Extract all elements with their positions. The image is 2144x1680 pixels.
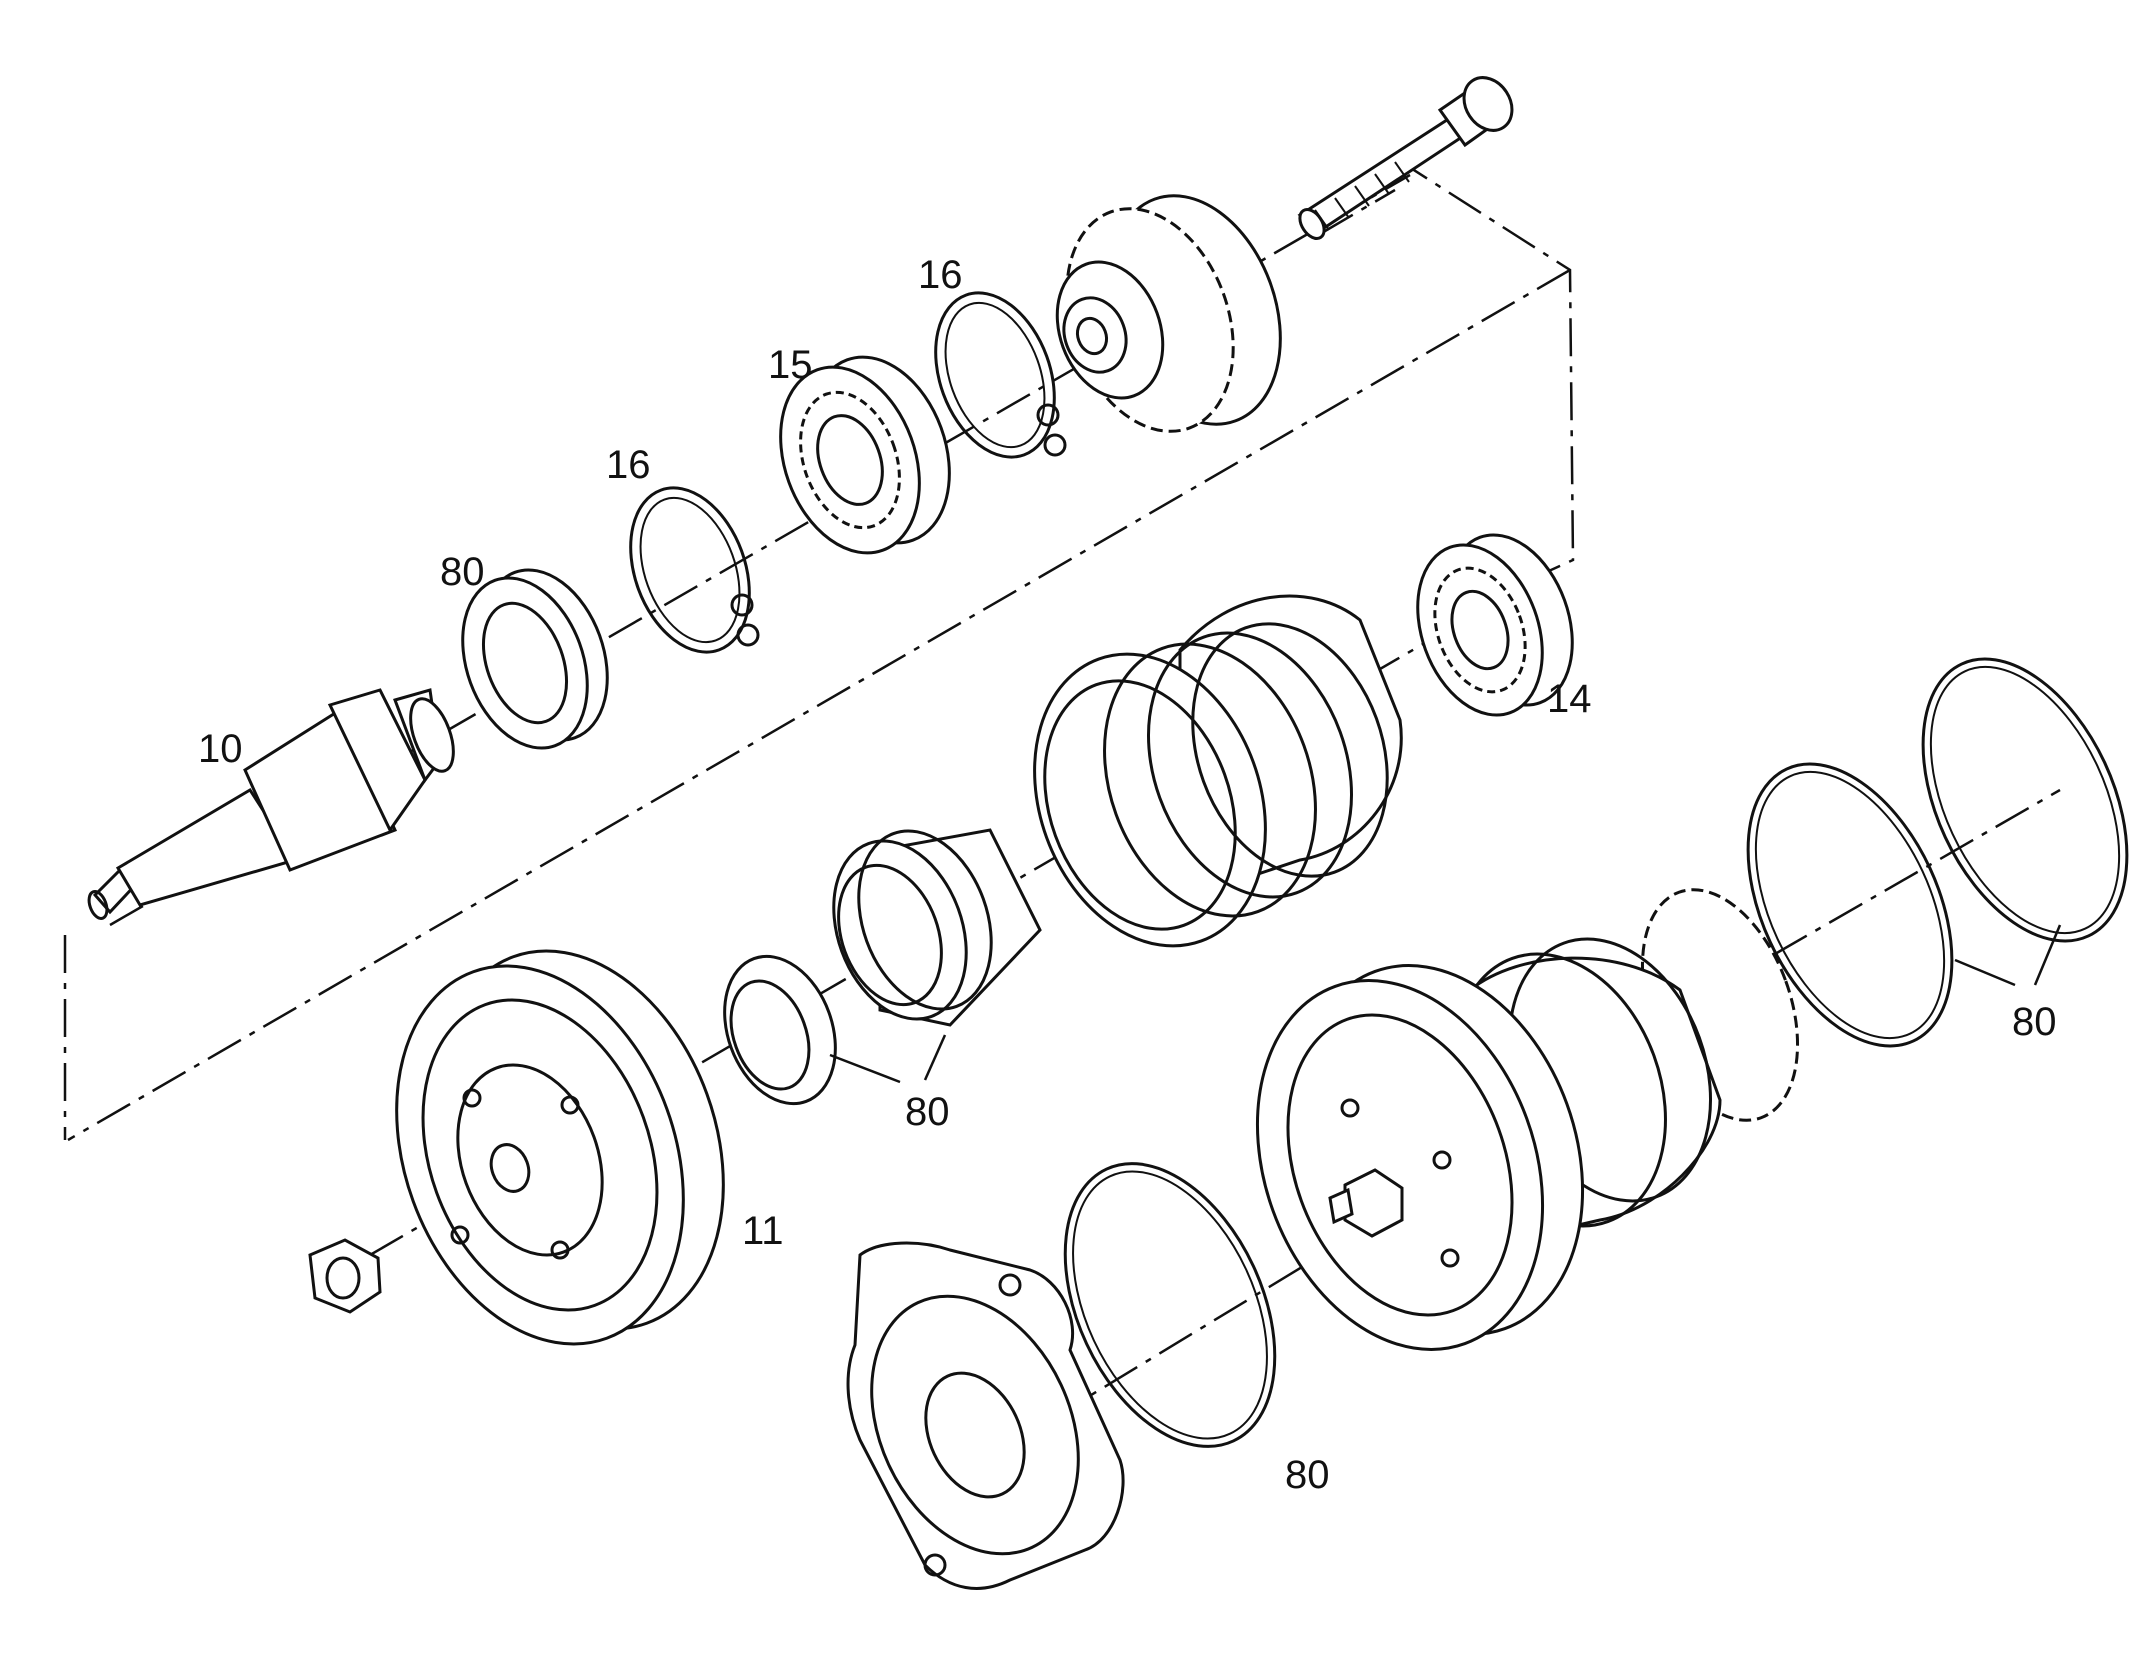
end-cover bbox=[846, 1241, 1125, 1590]
callout-16-upper: 16 bbox=[918, 253, 963, 297]
callout-labels: 10 80 16 15 16 14 80 11 80 80 bbox=[198, 253, 2057, 1497]
input-shaft bbox=[87, 688, 455, 920]
callout-80-seal: 80 bbox=[440, 550, 485, 594]
callout-80-middle: 80 bbox=[905, 1090, 950, 1134]
spur-gear bbox=[1055, 194, 1282, 433]
hex-nut bbox=[308, 1238, 382, 1314]
bolt bbox=[1297, 76, 1514, 240]
circlip-upper bbox=[934, 291, 1067, 459]
drum-housing bbox=[1033, 594, 1403, 948]
callout-14: 14 bbox=[1547, 677, 1592, 721]
callout-80-right: 80 bbox=[2012, 1000, 2057, 1044]
o-rings-right bbox=[1746, 657, 2129, 1048]
ball-bearing-rear bbox=[1416, 533, 1574, 717]
callout-10: 10 bbox=[198, 727, 243, 771]
callout-16-lower: 16 bbox=[606, 443, 651, 487]
callout-11: 11 bbox=[742, 1209, 784, 1253]
o-ring-cover bbox=[1063, 1162, 1277, 1448]
sleeve-with-seals bbox=[723, 828, 1042, 1106]
leader-lines bbox=[829, 924, 2062, 1084]
ball-bearing-front bbox=[779, 355, 951, 555]
shaft-seal bbox=[461, 568, 609, 750]
flange-housing bbox=[395, 949, 725, 1346]
assembled-unit bbox=[1255, 888, 1800, 1351]
callout-15: 15 bbox=[768, 343, 813, 387]
callout-80-cover: 80 bbox=[1285, 1453, 1330, 1497]
circlip-lower bbox=[629, 486, 760, 654]
